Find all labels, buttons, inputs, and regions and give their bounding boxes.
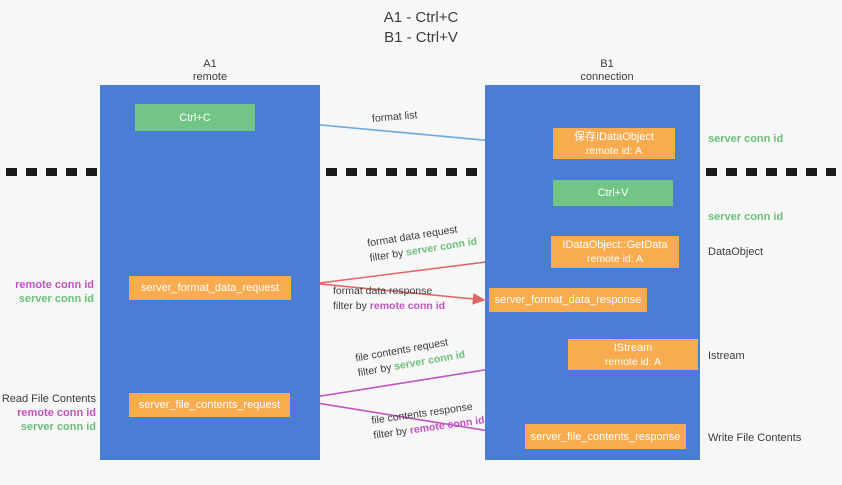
node-save-dataobject[interactable]: 保存IDataObject remote id: A	[553, 128, 675, 159]
node-server-format-data-response[interactable]: server_format_data_response	[489, 288, 647, 312]
page-title: A1 - Ctrl+C B1 - Ctrl+V	[0, 8, 842, 48]
title-line-1: A1 - Ctrl+C	[383, 9, 459, 26]
column-a1-subtitle: remote	[192, 71, 228, 83]
filter-prefix: filter by	[333, 300, 370, 312]
label-server-conn-id-mid: server conn id	[708, 211, 784, 223]
node-ctrl-v[interactable]: Ctrl+V	[553, 180, 673, 206]
title-line-2: B1 - Ctrl+V	[384, 29, 458, 46]
edge-label-format-data-response: format data response filter by remote co…	[333, 284, 445, 314]
label-read-server-conn-id: server conn id	[20, 421, 96, 433]
column-a1-name: A1	[203, 58, 217, 70]
label-group-read: Read File Contents remote conn id server…	[0, 392, 96, 434]
node-server-format-data-request-label: server_format_data_request	[140, 282, 280, 294]
node-istream-sublabel: remote id: A	[604, 355, 662, 368]
node-server-format-data-response-label: server_format_data_response	[494, 294, 642, 306]
node-server-format-data-request[interactable]: server_format_data_request	[129, 276, 291, 300]
arrow-format-data-response	[289, 280, 486, 305]
label-istream: Istream	[708, 350, 745, 362]
label-write-file-contents: Write File Contents	[708, 432, 802, 444]
label-dataobject: DataObject	[708, 246, 764, 258]
column-header-b1: B1 connection	[522, 58, 692, 84]
node-ctrl-c[interactable]: Ctrl+C	[135, 104, 255, 131]
edge-label-format-data-response-filter: filter by remote conn id	[333, 299, 445, 314]
node-getdata-label: IDataObject::GetData	[562, 239, 668, 251]
node-istream-label: IStream	[613, 341, 653, 354]
label-mid-remote-conn-id: remote conn id	[15, 279, 94, 291]
label-server-conn-id-top: server conn id	[708, 133, 784, 145]
node-save-dataobject-label: 保存IDataObject	[573, 130, 655, 143]
node-server-file-contents-request-label: server_file_contents_request	[138, 399, 281, 411]
node-server-file-contents-request[interactable]: server_file_contents_request	[129, 393, 290, 417]
arrow-file-contents-response	[291, 398, 522, 441]
edge-label-format-data-response-title: format data response	[333, 285, 433, 297]
node-server-file-contents-response[interactable]: server_file_contents_response	[525, 424, 686, 449]
node-server-file-contents-response-label: server_file_contents_response	[530, 430, 681, 443]
node-getdata-sublabel: remote id: A	[586, 253, 644, 265]
label-group-mid: remote conn id server conn id	[0, 278, 94, 306]
node-getdata[interactable]: IDataObject::GetData remote id: A	[551, 236, 679, 268]
column-b1-subtitle: connection	[580, 71, 634, 83]
label-mid-server-conn-id: server conn id	[18, 293, 94, 305]
column-b1-name: B1	[600, 58, 614, 70]
filter-key-remote-conn-id: remote conn id	[369, 300, 446, 312]
node-ctrl-v-label: Ctrl+V	[597, 187, 629, 199]
column-header-a1: A1 remote	[130, 58, 290, 84]
node-istream[interactable]: IStream remote id: A	[568, 339, 698, 370]
label-read-file-contents: Read File Contents	[1, 393, 96, 405]
node-ctrl-c-label: Ctrl+C	[179, 111, 211, 124]
filter-prefix: filter by	[372, 424, 411, 442]
node-save-dataobject-sublabel: remote id: A	[585, 144, 643, 157]
label-read-remote-conn-id: remote conn id	[17, 407, 96, 419]
